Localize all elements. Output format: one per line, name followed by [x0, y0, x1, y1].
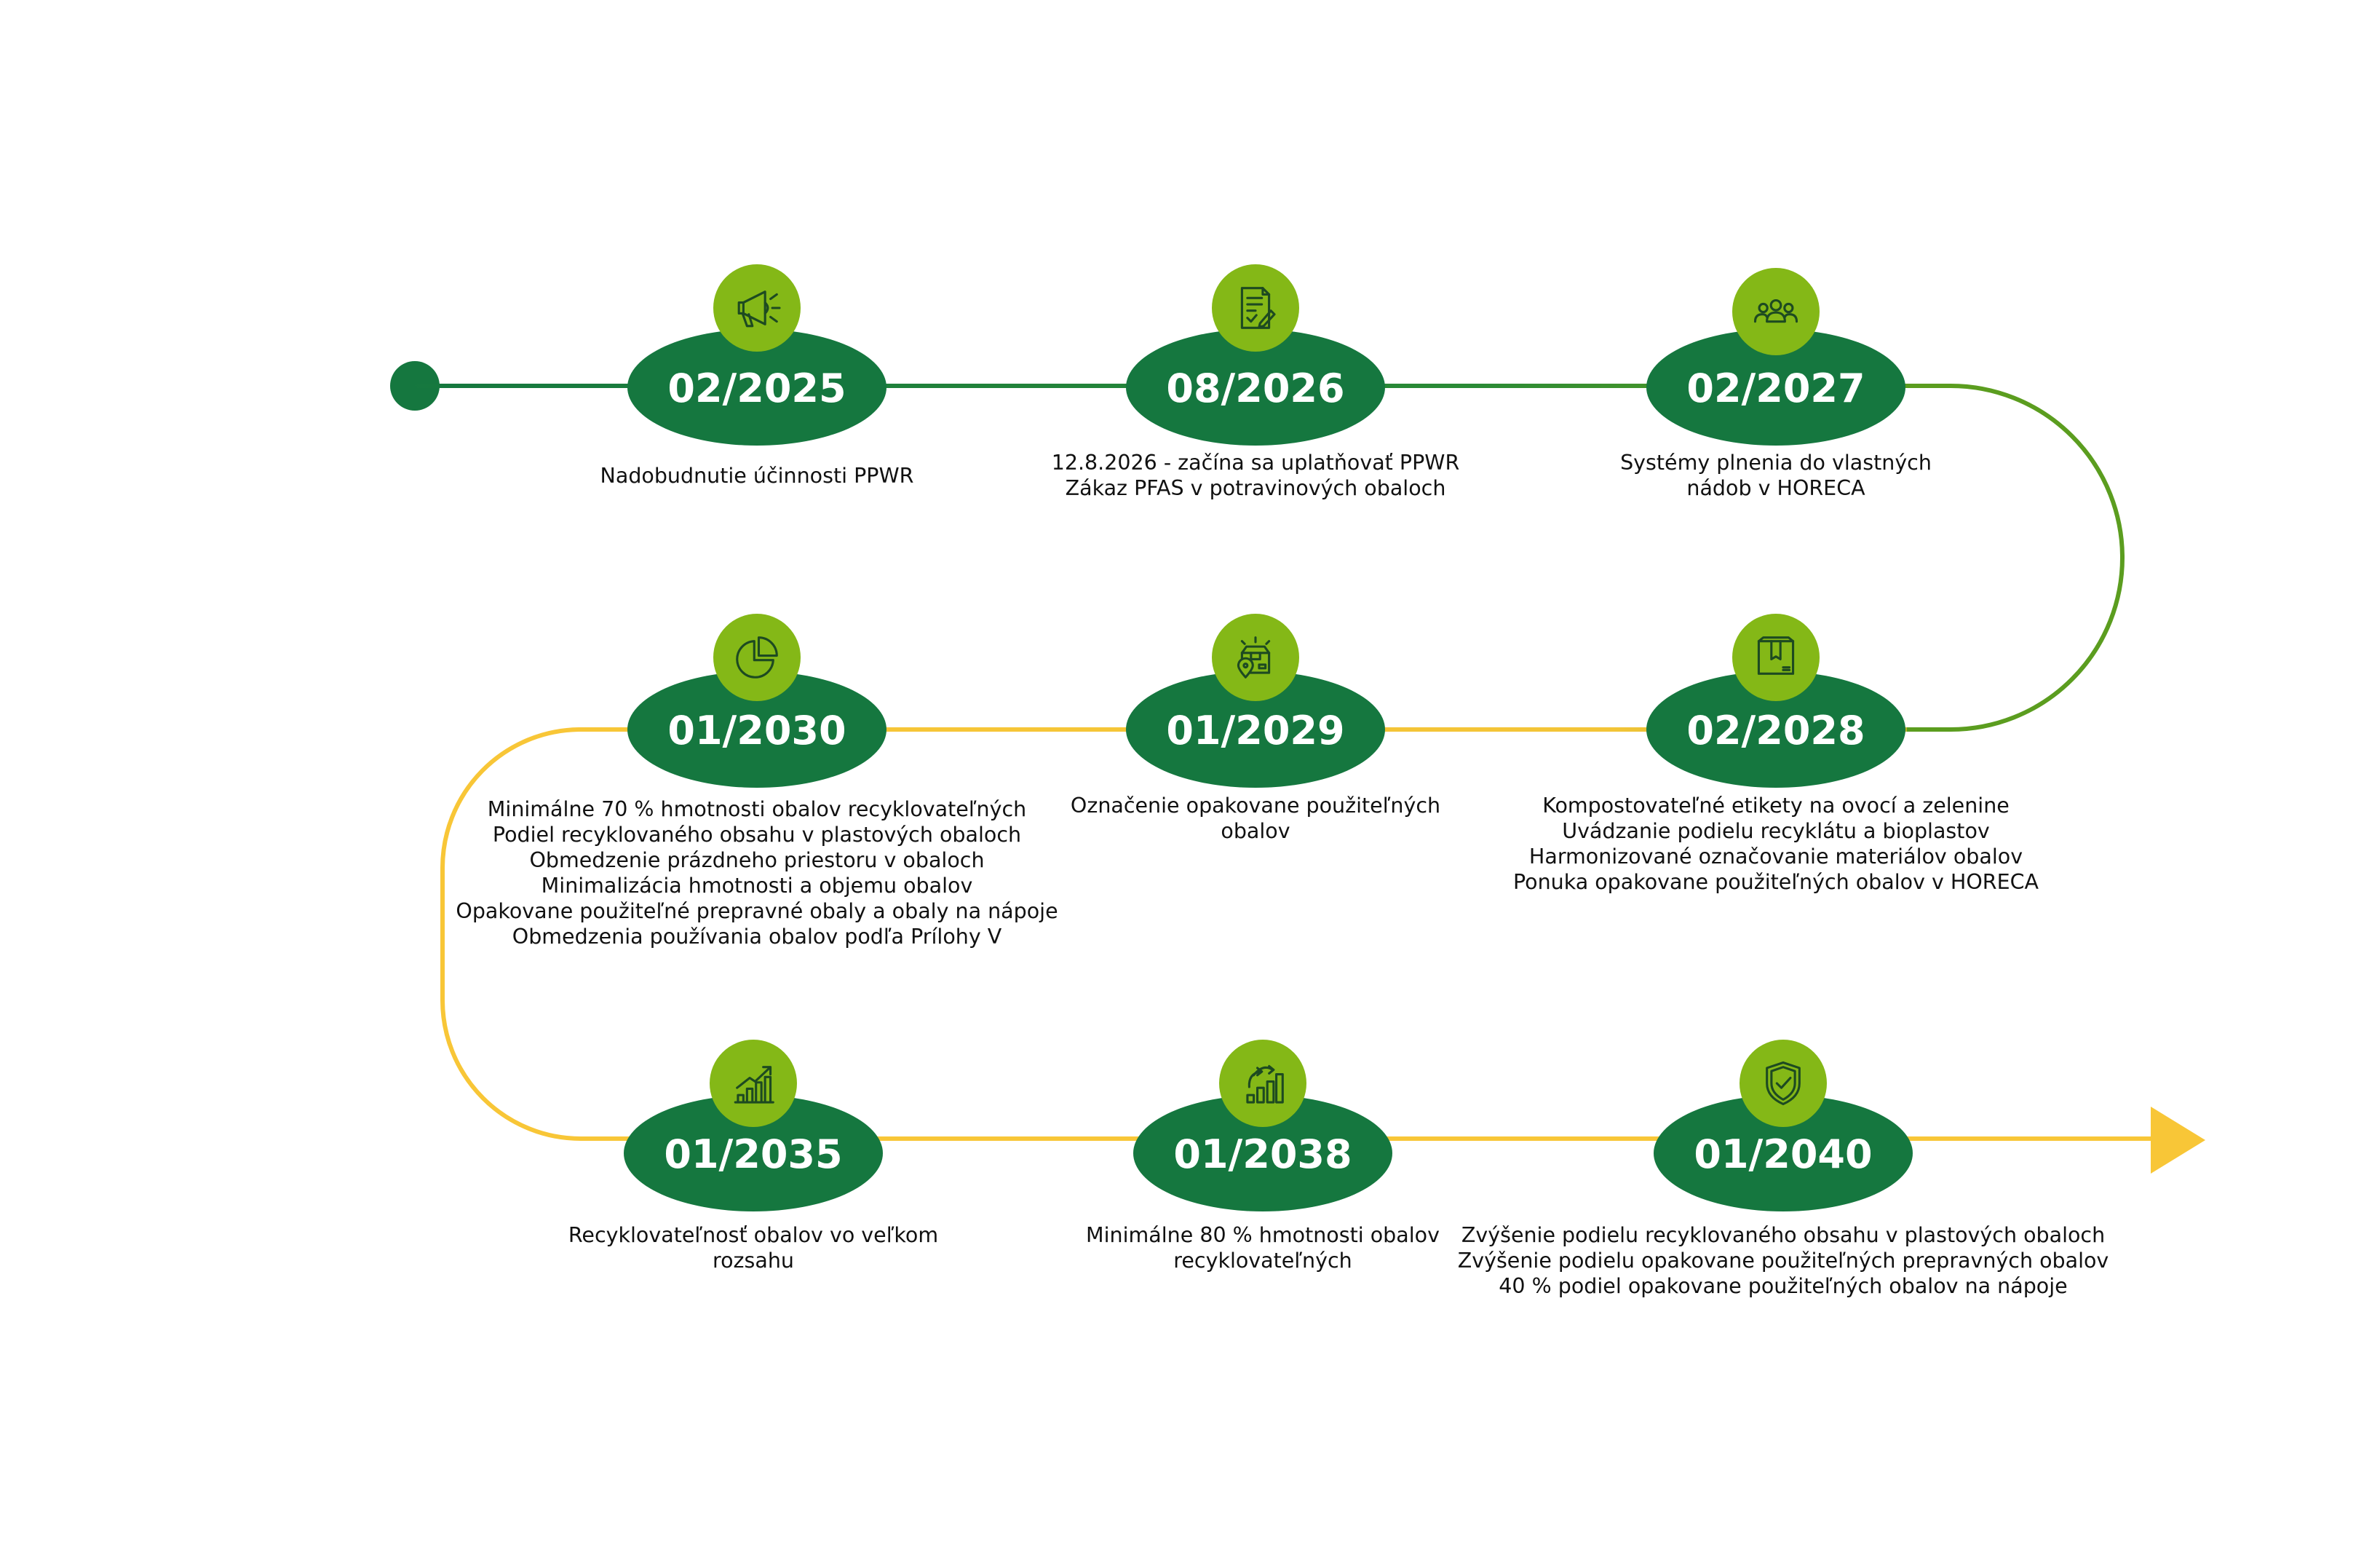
- milestone-1: 02/2025: [627, 264, 886, 446]
- description-line: obalov: [1221, 819, 1290, 843]
- milestone-8: 01/2038: [1133, 1040, 1392, 1211]
- recycle-growth-icon: [1246, 1064, 1284, 1104]
- milestone-date-ellipse: [627, 671, 886, 788]
- milestone-description: Zvýšenie podielu recyklovaného obsahu v …: [1458, 1222, 2109, 1299]
- description-line: Obmedzenie prázdneho priestoru v obaloch: [529, 848, 985, 872]
- milestone-date: 01/2029: [1166, 708, 1344, 754]
- description-line: Harmonizované označovanie materiálov oba…: [1528, 845, 2023, 869]
- milestone-date-ellipse: [624, 1095, 883, 1211]
- box-location-icon: [1237, 636, 1271, 679]
- milestone-7: 01/2035: [624, 1040, 883, 1211]
- description-line: Kompostovateľné etikety na ovocí a zelen…: [1542, 794, 2010, 818]
- milestone-date-ellipse: [1654, 1095, 1913, 1211]
- milestone-date: 01/2040: [1694, 1131, 1872, 1177]
- milestone-5: 01/2029: [1126, 614, 1385, 788]
- milestone-icon-circle: [1740, 1040, 1827, 1127]
- milestone-icon-circle: [1219, 1040, 1306, 1127]
- growth-chart-icon: [734, 1066, 774, 1104]
- milestone-2: 08/2026: [1126, 264, 1385, 446]
- milestone-icon-circle: [713, 614, 801, 701]
- description-line: 40 % podiel opakovane použiteľných obalo…: [1499, 1274, 2068, 1298]
- path-left-curve: [440, 727, 626, 1141]
- description-line: rozsahu: [713, 1249, 794, 1273]
- timeline-end-arrow: [2151, 1107, 2205, 1174]
- description-line: Opakovane použiteľné prepravné obaly a o…: [456, 899, 1058, 923]
- description-line: Minimálne 80 % hmotnosti obalov: [1086, 1223, 1440, 1247]
- description-line: nádob v HORECA: [1686, 476, 1865, 500]
- description-line: Obmedzenia používania obalov podľa Prílo…: [512, 925, 1002, 949]
- milestone-9: 01/2040: [1654, 1040, 1913, 1211]
- description-line: Ponuka opakovane použiteľných obalov v H…: [1512, 870, 2039, 894]
- document-check-icon: [1240, 287, 1276, 329]
- milestone-date-ellipse: [1126, 329, 1385, 446]
- description-line: recyklovateľných: [1173, 1249, 1352, 1273]
- milestone-4: 02/2028: [1646, 614, 1905, 788]
- description-line: 12.8.2026 - začína sa uplatňovať PPWR: [1051, 451, 1460, 475]
- milestone-date-ellipse: [1646, 671, 1905, 788]
- description-line: Nadobudnutie účinnosti PPWR: [600, 464, 914, 488]
- description-line: Uvádzanie podielu recyklátu a bioplastov: [1562, 819, 1990, 843]
- description-line: Systémy plnenia do vlastných: [1620, 451, 1932, 475]
- milestone-date: 02/2028: [1686, 708, 1865, 754]
- milestone-description: Minimálne 70 % hmotnosti obalov recyklov…: [456, 796, 1058, 949]
- milestone-date: 02/2025: [667, 365, 846, 411]
- shield-check-icon: [1766, 1061, 1801, 1106]
- milestone-date: 08/2026: [1166, 365, 1344, 411]
- milestone-nodes: 02/2025 08/2026 02/2027 02/2028 01/2029 …: [624, 264, 1913, 1211]
- description-line: Minimálne 70 % hmotnosti obalov recyklov…: [487, 797, 1027, 821]
- description-line: Recyklovateľnosť obalov vo veľkom: [568, 1223, 939, 1247]
- description-line: Zákaz PFAS v potravinových obaloch: [1065, 476, 1446, 500]
- megaphone-icon: [737, 290, 781, 328]
- milestone-icon-circle: [1212, 264, 1299, 352]
- path-right-curve: [1907, 384, 2125, 732]
- description-line: Zvýšenie podielu recyklovaného obsahu v …: [1461, 1223, 2106, 1247]
- milestone-description: Kompostovateľné etikety na ovocí a zelen…: [1513, 793, 2039, 895]
- milestone-6: 01/2030: [627, 614, 886, 788]
- description-line: Minimalizácia hmotnosti a objemu obalov: [541, 874, 973, 898]
- milestone-icon-circle: [1212, 614, 1299, 701]
- milestone-icon-circle: [710, 1040, 797, 1127]
- milestone-date-ellipse: [1126, 671, 1385, 788]
- milestone-date-ellipse: [1133, 1095, 1392, 1211]
- description-line: Podiel recyklovaného obsahu v plastových…: [492, 823, 1022, 847]
- milestone-icon-circle: [713, 264, 801, 352]
- description-line: Zvýšenie podielu opakovane použiteľných …: [1457, 1249, 2109, 1273]
- pie-chart-icon: [736, 636, 778, 679]
- milestone-date-ellipse: [1646, 329, 1905, 446]
- milestone-description: Nadobudnutie účinnosti PPWR: [600, 463, 914, 489]
- milestone-date: 01/2035: [664, 1131, 842, 1177]
- milestone-3: 02/2027: [1646, 268, 1905, 446]
- milestone-date-ellipse: [627, 329, 886, 446]
- milestone-date: 02/2027: [1686, 365, 1865, 411]
- people-group-icon: [1753, 298, 1798, 323]
- description-line: Označenie opakovane použiteľných: [1070, 794, 1441, 818]
- package-box-icon: [1757, 636, 1795, 675]
- milestone-date: 01/2038: [1173, 1131, 1352, 1177]
- milestone-date: 01/2030: [667, 708, 846, 754]
